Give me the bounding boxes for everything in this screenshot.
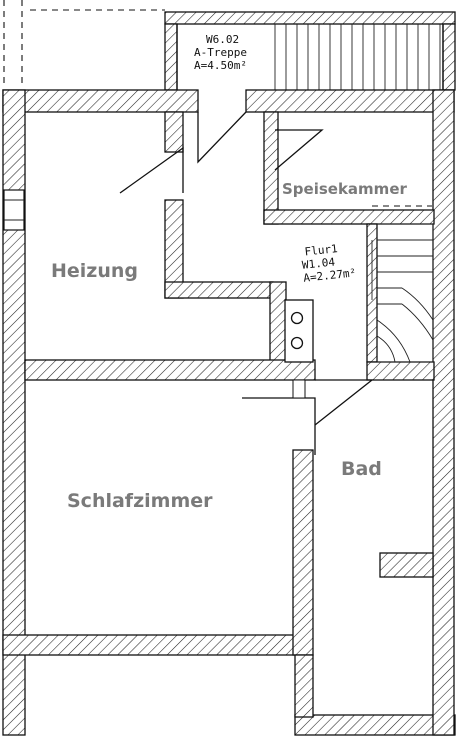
wall-speisekammer-bottom: [263, 209, 435, 225]
treppe-stair: [164, 11, 456, 91]
wall-bottom-left: [2, 634, 309, 656]
stair-treads: [274, 24, 441, 90]
wall-schlafzimmer-bad: [292, 449, 314, 656]
wall-speisekammer-left: [263, 111, 279, 225]
label-schlafzimmer: Schlafzimmer: [67, 490, 213, 512]
door-bad: [314, 379, 374, 426]
door-schlafzimmer: [242, 397, 316, 455]
wall-bad-top: [366, 361, 435, 381]
wall-heizung-bottom-right: [164, 281, 274, 299]
label-heizung: Heizung: [51, 260, 139, 282]
outer-walls: [2, 89, 456, 736]
window-heizung: [3, 189, 25, 231]
flur-label: Flur1 W1.04 A=2.27m²: [300, 240, 356, 285]
wall-right: [432, 89, 455, 736]
wall-bottom-bad: [294, 714, 456, 736]
treppe-id: W6.02: [206, 33, 240, 46]
treppe-area: A=4.50m²: [194, 59, 247, 72]
small-stair: [371, 223, 434, 363]
wall-heizung-right: [164, 111, 184, 153]
wall-heizung-schlafzimmer: [24, 359, 316, 381]
chimney: [284, 299, 314, 363]
wall-heizung-right-chimney: [269, 281, 287, 363]
treppe-name: A-Treppe: [194, 46, 247, 59]
dashed-outline-left: [3, 0, 23, 85]
wall-top-left: [2, 89, 199, 113]
label-speisekammer: Speisekammer: [282, 180, 407, 198]
door-treppe: [197, 111, 247, 164]
door-speisekammer: [274, 129, 324, 171]
door-heizung: [119, 146, 184, 194]
label-bad: Bad: [341, 458, 382, 480]
wall-bad-left: [294, 654, 314, 718]
wall-top-right: [245, 89, 455, 113]
wall-left: [2, 89, 26, 736]
treppe-label: W6.02 A-Treppe A=4.50m²: [194, 33, 247, 72]
wall-bad-nib: [379, 552, 434, 578]
